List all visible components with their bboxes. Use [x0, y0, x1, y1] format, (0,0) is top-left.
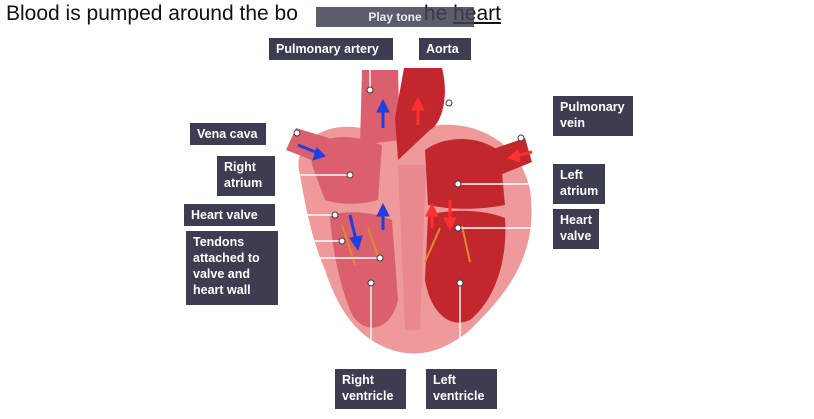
left-atrium-chamber: [425, 139, 505, 209]
label-right-atrium: Right atrium: [217, 156, 275, 196]
label-heart-valve-right-side: Heart valve: [184, 204, 275, 226]
label-heart-valve-left-side: Heart valve: [553, 209, 599, 249]
label-right-ventricle: Right ventricle: [335, 369, 406, 409]
label-left-ventricle: Left ventricle: [426, 369, 497, 409]
label-vena-cava: Vena cava: [190, 123, 266, 145]
label-pulmonary-artery: Pulmonary artery: [269, 38, 393, 60]
right-ventricle-chamber: [330, 212, 398, 327]
label-left-atrium: Left atrium: [553, 164, 605, 204]
label-pulmonary-vein: Pulmonary vein: [553, 96, 633, 136]
label-tendons: Tendons attached to valve and heart wall: [186, 231, 278, 305]
label-aorta: Aorta: [419, 38, 471, 60]
